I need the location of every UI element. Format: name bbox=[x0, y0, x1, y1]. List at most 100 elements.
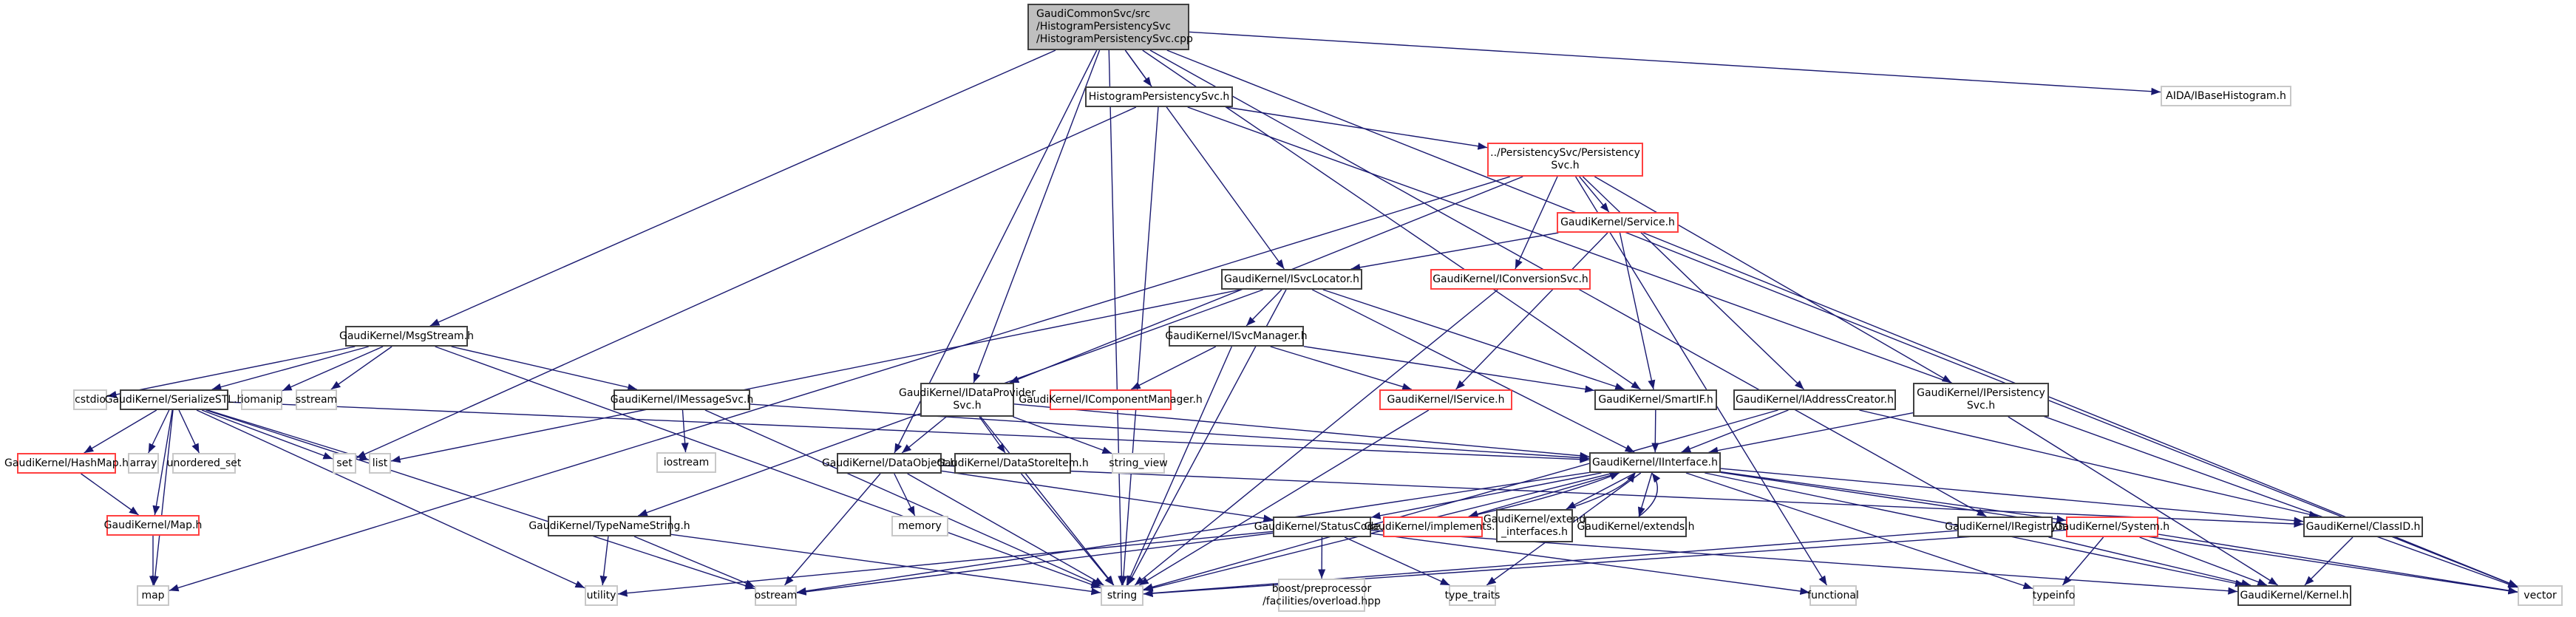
edge-service-to-iservice bbox=[1455, 232, 1608, 390]
graph-node-system[interactable]: GaudiKernel/System.h bbox=[2055, 517, 2169, 537]
edge-extends-to-iinterface bbox=[1638, 472, 1661, 517]
graph-node-isvcmanager[interactable]: GaudiKernel/ISvcManager.h bbox=[1165, 326, 1308, 347]
edge-persistency-to-map bbox=[169, 176, 1511, 592]
graph-node-set[interactable]: set bbox=[333, 453, 356, 474]
graph-node-icomponentmanager[interactable]: GaudiKernel/IComponentManager.h bbox=[1019, 389, 1203, 410]
edge-iaddresscreator-to-iinterface bbox=[1681, 409, 1789, 453]
edge-msgstream-to-sstream bbox=[330, 346, 392, 390]
edge-classid-to-kernel bbox=[2304, 536, 2354, 586]
node-label: string bbox=[1107, 589, 1138, 601]
graph-node-sstream[interactable]: sstream bbox=[296, 389, 337, 410]
edge-iinterface-to-implements bbox=[1468, 472, 1620, 518]
edge-iinterface-to-ostream bbox=[796, 471, 1590, 595]
edge-serializestl-to-ostream bbox=[205, 409, 755, 590]
node-label: GaudiKernel/ISvcLocator.h bbox=[1223, 273, 1360, 285]
graph-node-datastoreitem[interactable]: GaudiKernel/DataStoreItem.h bbox=[937, 453, 1089, 474]
graph-node-iomanip[interactable]: iomanip bbox=[241, 389, 282, 410]
graph-node-service[interactable]: GaudiKernel/Service.h bbox=[1557, 212, 1679, 233]
graph-node-utility[interactable]: utility bbox=[585, 585, 618, 606]
graph-node-extend-interfaces[interactable]: GaudiKernel/extend _interfaces.h bbox=[1484, 509, 1586, 542]
node-label: GaudiKernel/ClassID.h bbox=[2305, 520, 2421, 533]
graph-node-iinterface[interactable]: GaudiKernel/IInterface.h bbox=[1589, 452, 1721, 473]
graph-node-hashmap[interactable]: GaudiKernel/HashMap.h bbox=[4, 453, 129, 474]
edge-root-to-vector bbox=[1166, 50, 2518, 587]
graph-node-imessagesvc[interactable]: GaudiKernel/IMessageSvc.h bbox=[611, 389, 753, 410]
edge-dataobject-to-ostream bbox=[784, 473, 881, 586]
node-label: GaudiKernel/SerializeSTL.h bbox=[104, 393, 244, 406]
graph-node-statuscode[interactable]: GaudiKernel/StatusCode.h bbox=[1254, 517, 1390, 537]
graph-node-string-view[interactable]: string_view bbox=[1109, 453, 1168, 474]
graph-node-type-traits[interactable]: type_traits bbox=[1445, 585, 1500, 606]
node-label: typeinfo bbox=[2032, 589, 2076, 601]
edge-idataprovider-to-string bbox=[980, 416, 1115, 586]
graph-node-memory[interactable]: memory bbox=[891, 516, 948, 536]
edge-msgstream-to-iomanip bbox=[282, 346, 384, 392]
graph-node-typenamestring[interactable]: GaudiKernel/TypeNameString.h bbox=[529, 516, 690, 536]
graph-node-extends[interactable]: GaudiKernel/extends.h bbox=[1577, 517, 1694, 537]
graph-node-isvclocator[interactable]: GaudiKernel/ISvcLocator.h bbox=[1221, 269, 1362, 290]
graph-node-functional[interactable]: functional bbox=[1807, 585, 1859, 606]
edge-imessagesvc-to-iostream bbox=[681, 409, 689, 453]
edge-serializestl-to-hashmap bbox=[84, 409, 157, 454]
node-label: GaudiKernel/IRegistry.h bbox=[1945, 520, 2065, 533]
edge-iinterface-to-extends bbox=[1637, 472, 1653, 517]
node-label: iostream bbox=[663, 456, 710, 468]
graph-node-array[interactable]: array bbox=[128, 453, 159, 474]
graph-node-map[interactable]: map bbox=[137, 585, 169, 606]
graph-node-list[interactable]: list bbox=[369, 453, 391, 474]
graph-node-persistency[interactable]: ../PersistencySvc/Persistency Svc.h bbox=[1487, 143, 1643, 177]
node-label: iomanip bbox=[240, 393, 283, 406]
graph-node-root[interactable]: GaudiCommonSvc/src /HistogramPersistency… bbox=[1027, 4, 1193, 50]
graph-node-boost-overload[interactable]: boost/preprocessor /facilities/overload.… bbox=[1262, 579, 1381, 612]
edge-statuscode-to-type_traits bbox=[1344, 536, 1450, 586]
node-label: sstream bbox=[295, 393, 338, 406]
edge-dataobject-to-string bbox=[907, 473, 1104, 586]
node-label: unordered_set bbox=[166, 457, 242, 469]
edge-hps_h-to-string bbox=[1119, 106, 1159, 586]
edge-hps_h-to-set bbox=[356, 106, 1137, 459]
graph-node-dataobject[interactable]: GaudiKernel/DataObject.h bbox=[822, 453, 956, 474]
graph-node-iservice[interactable]: GaudiKernel/IService.h bbox=[1379, 389, 1512, 410]
graph-node-idataprovider[interactable]: GaudiKernel/IDataProvider Svc.h bbox=[899, 383, 1036, 417]
node-label: cstdio bbox=[75, 393, 106, 406]
node-label: GaudiKernel/System.h bbox=[2054, 520, 2170, 533]
node-label: memory bbox=[898, 519, 942, 532]
graph-node-iconversionsvc[interactable]: GaudiKernel/IConversionSvc.h bbox=[1430, 269, 1591, 290]
graph-node-cstdio[interactable]: cstdio bbox=[73, 389, 107, 410]
edge-idataprovider-to-datastoreitem bbox=[979, 416, 1006, 454]
node-label: set bbox=[336, 457, 353, 469]
node-label: GaudiKernel/MsgStream.h bbox=[339, 330, 475, 342]
graph-node-unordered-set[interactable]: unordered_set bbox=[167, 453, 241, 474]
edge-isvcmanager-to-smartif bbox=[1303, 346, 1595, 393]
edge-root-to-isvclocator bbox=[1124, 50, 1285, 270]
edge-persistency-to-iaddresscreator bbox=[1582, 176, 1804, 390]
graph-node-vector[interactable]: vector bbox=[2518, 585, 2563, 606]
edge-statuscode-to-ostream bbox=[796, 532, 1274, 596]
graph-node-msgstream[interactable]: GaudiKernel/MsgStream.h bbox=[339, 326, 474, 347]
graph-node-ipersistencysvc[interactable]: GaudiKernel/IPersistency Svc.h bbox=[1913, 383, 2049, 417]
graph-node-mapk[interactable]: GaudiKernel/Map.h bbox=[104, 515, 202, 536]
node-label: vector bbox=[2524, 589, 2557, 601]
graph-node-iaddresscreator[interactable]: GaudiKernel/IAddressCreator.h bbox=[1733, 389, 1896, 410]
graph-node-aida[interactable]: AIDA/IBaseHistogram.h bbox=[2161, 86, 2291, 106]
edge-serializestl-to-set bbox=[201, 409, 333, 460]
graph-node-ostream[interactable]: ostream bbox=[755, 585, 797, 606]
node-label: GaudiKernel/TypeNameString.h bbox=[529, 519, 690, 532]
edge-service-to-isvclocator bbox=[1350, 232, 1559, 271]
graph-node-string[interactable]: string bbox=[1101, 585, 1143, 606]
edge-imessagesvc-to-iinterface bbox=[750, 403, 1590, 462]
graph-node-typeinfo[interactable]: typeinfo bbox=[2033, 585, 2075, 606]
edge-persistency-to-functional bbox=[1575, 176, 1827, 586]
graph-node-classid[interactable]: GaudiKernel/ClassID.h bbox=[2303, 517, 2423, 537]
node-label: functional bbox=[1807, 589, 1859, 601]
edge-system-to-vector bbox=[2158, 534, 2518, 595]
graph-node-implements[interactable]: GaudiKernel/implements.h bbox=[1365, 517, 1501, 537]
graph-node-hps-h[interactable]: HistogramPersistencySvc.h bbox=[1085, 86, 1233, 107]
graph-node-smartif[interactable]: GaudiKernel/SmartIF.h bbox=[1594, 389, 1717, 410]
graph-node-serializestl[interactable]: GaudiKernel/SerializeSTL.h bbox=[105, 389, 243, 410]
graph-node-iostream[interactable]: iostream bbox=[656, 452, 716, 473]
edge-isvcmanager-to-icomponentmanager bbox=[1130, 346, 1217, 390]
graph-node-iregistry[interactable]: GaudiKernel/IRegistry.h bbox=[1945, 517, 2065, 537]
graph-node-kernel[interactable]: GaudiKernel/Kernel.h bbox=[2237, 585, 2351, 606]
edge-serializestl-to-map bbox=[151, 409, 174, 586]
